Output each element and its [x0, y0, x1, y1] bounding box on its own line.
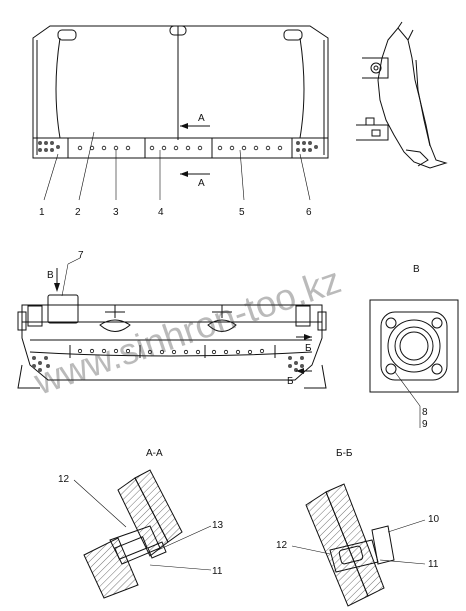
callout-12-bb: 12	[276, 540, 288, 551]
callout-4: 4	[158, 207, 164, 218]
top-leaders	[43, 131, 311, 201]
section-a-mark-upper: A	[198, 113, 205, 124]
callout-12-aa: 12	[58, 474, 70, 485]
callout-11-aa: 11	[212, 566, 223, 577]
watermark-text: www.sinhron-too.kz	[28, 259, 346, 403]
section-bb-title: Б-Б	[336, 448, 353, 459]
view-b-mark: В	[47, 270, 54, 281]
callout-1: 1	[39, 207, 45, 218]
view-b-detail	[369, 299, 459, 428]
section-aa-title: А-А	[146, 448, 163, 459]
callout-3: 3	[113, 207, 119, 218]
callout-5: 5	[239, 207, 245, 218]
leader-7b	[61, 263, 69, 297]
blade-side-view	[356, 21, 448, 169]
callout-2: 2	[75, 207, 81, 218]
leader-7	[67, 257, 81, 265]
callout-7: 7	[78, 250, 84, 261]
callout-8: 8	[422, 407, 428, 418]
section-a-mark-lower: A	[198, 178, 205, 189]
callout-13: 13	[212, 520, 224, 531]
callout-11-bb: 11	[428, 559, 439, 570]
view-b-title: В	[413, 264, 420, 275]
section-bb-detail	[291, 483, 426, 607]
blade-top-view	[17, 268, 327, 389]
blade-front-view	[32, 25, 329, 177]
section-aa-detail	[73, 469, 212, 599]
callout-6: 6	[306, 207, 312, 218]
section-b-mark-upper: Б	[305, 343, 312, 354]
callout-9: 9	[422, 419, 428, 430]
callout-10: 10	[428, 514, 440, 525]
section-b-mark-lower: Б	[287, 376, 294, 387]
